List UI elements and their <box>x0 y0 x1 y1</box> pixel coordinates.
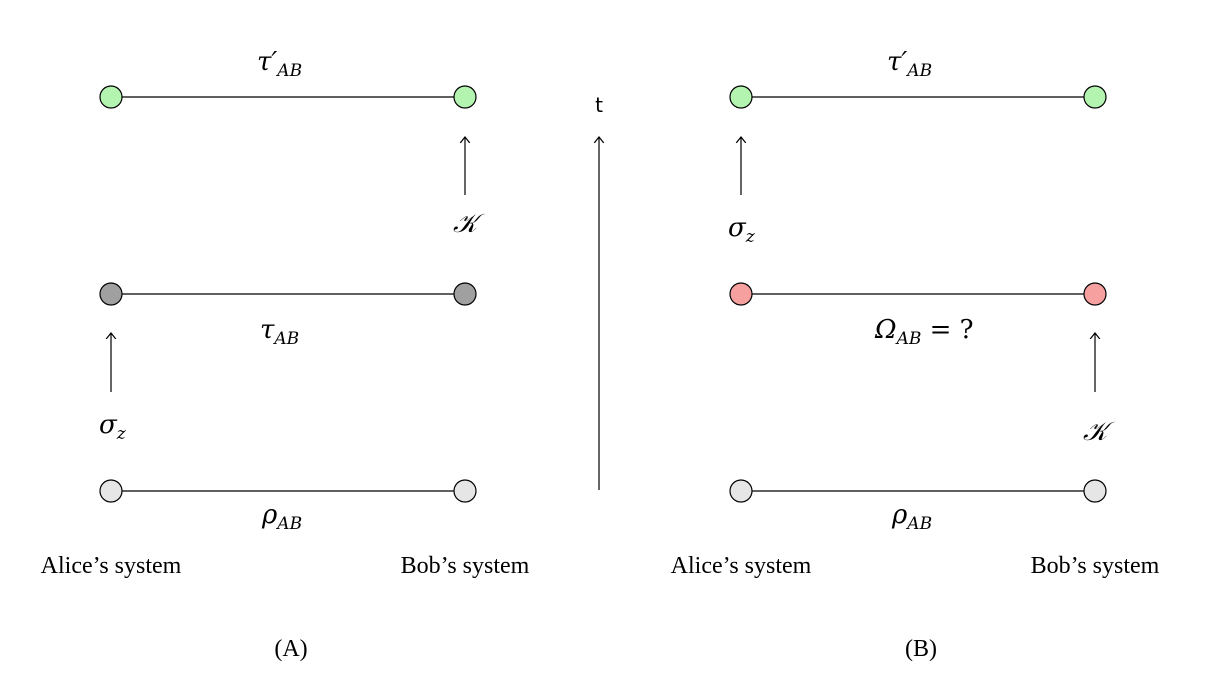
bob-op-label-a: 𝒦 <box>453 209 485 239</box>
bob-top-node-a <box>453 85 477 109</box>
alice-system-label-b: Alice’s system <box>671 553 812 579</box>
bob-system-label-a: Bob’s system <box>401 553 530 579</box>
panel-b: τ′AB σz ΩAB = ? 𝒦 ρAB Alice’s system Bob… <box>671 47 1160 662</box>
bob-mid-node-b <box>1083 282 1107 306</box>
panel-a: τ′AB 𝒦 τAB σz ρAB Alice’s system Bob’s s… <box>41 47 530 662</box>
bottom-state-label-a: ρAB <box>261 500 302 534</box>
alice-mid-node-b <box>729 282 753 306</box>
caption-a: (A) <box>274 636 307 662</box>
bob-mid-node-a <box>453 282 477 306</box>
alice-op-label-a: σz <box>99 410 127 444</box>
alice-top-node-a <box>99 85 123 109</box>
bob-bottom-node-a <box>453 479 477 503</box>
mid-state-label-b: ΩAB = ? <box>874 315 974 349</box>
alice-mid-node-a <box>99 282 123 306</box>
alice-system-label-a: Alice’s system <box>41 553 182 579</box>
bob-system-label-b: Bob’s system <box>1031 553 1160 579</box>
bob-bottom-node-b <box>1083 479 1107 503</box>
caption-b: (B) <box>905 636 937 662</box>
bottom-state-label-b: ρAB <box>891 500 932 534</box>
alice-bottom-node-a <box>99 479 123 503</box>
alice-top-node-b <box>729 85 753 109</box>
alice-bottom-node-b <box>729 479 753 503</box>
top-state-label-b: τ′AB <box>887 47 932 81</box>
time-axis-label: t <box>595 93 603 117</box>
bob-top-node-b <box>1083 85 1107 109</box>
alice-op-label-b: σz <box>728 213 756 247</box>
mid-state-label-a: τAB <box>260 315 299 349</box>
bob-op-label-b: 𝒦 <box>1083 417 1115 447</box>
top-state-label-a: τ′AB <box>257 47 302 81</box>
time-axis: t <box>595 93 603 490</box>
